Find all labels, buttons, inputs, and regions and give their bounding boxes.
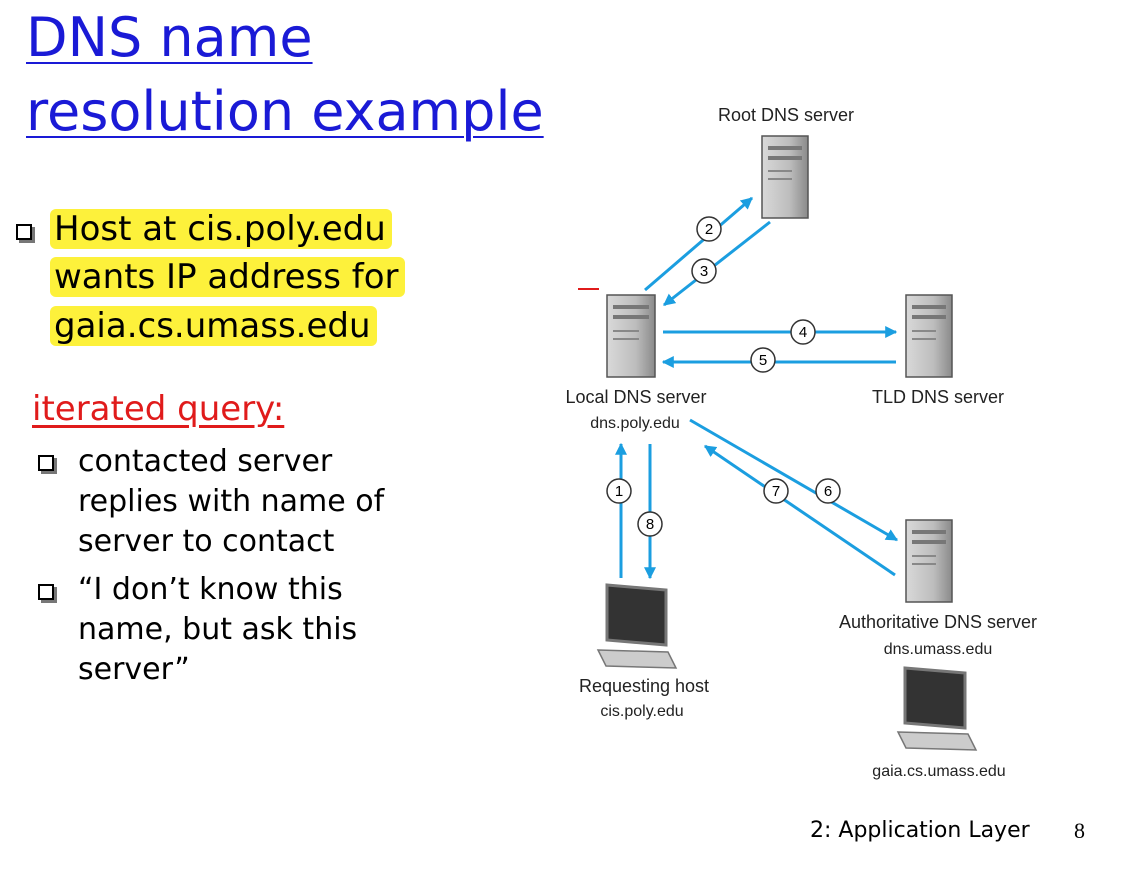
step-2-label: 2 (705, 221, 713, 238)
requesting-host-computer-icon (596, 583, 678, 669)
bullet-square-icon (38, 455, 54, 471)
iterated-query-heading: iterated query: (32, 389, 285, 429)
step-6-label: 6 (824, 483, 832, 500)
requesting-host-label: Requesting host (579, 676, 709, 696)
requesting-host-host: cis.poly.edu (600, 703, 683, 720)
sub-bullet-1-line-1: contacted server (78, 444, 333, 479)
step-1-label: 1 (615, 483, 623, 500)
authoritative-server-icon (905, 519, 953, 603)
highlight-line-1: Host at cis.poly.edu (50, 208, 392, 250)
highlight-line-3: gaia.cs.umass.edu (50, 305, 377, 347)
sub-bullet-1-line-3: server to contact (78, 524, 335, 559)
step-4-label: 4 (799, 324, 807, 341)
sub-bullet-2-line-3: server” (78, 652, 190, 687)
authoritative-server-host: dns.umass.edu (884, 641, 993, 658)
step-3-label: 3 (700, 263, 708, 280)
bullet-square-icon (16, 224, 32, 240)
arrow-6 (689, 418, 899, 542)
arrow-2 (644, 196, 753, 292)
page-number: 8 (1074, 818, 1085, 843)
arrow-7 (704, 444, 896, 577)
tld-server-icon (905, 294, 953, 378)
root-server-icon (761, 135, 809, 219)
tld-server-label: TLD DNS server (872, 387, 1004, 407)
gaia-host: gaia.cs.umass.edu (872, 763, 1005, 780)
bullet-square-icon (38, 584, 54, 600)
step-8-label: 8 (646, 516, 654, 533)
local-server-host: dns.poly.edu (590, 415, 680, 432)
arrow-3 (663, 220, 771, 307)
authoritative-server-label: Authoritative DNS server (839, 612, 1037, 632)
footer-chapter: 2: Application Layer (810, 818, 1030, 843)
local-server-icon (606, 294, 656, 378)
step-5-label: 5 (759, 352, 767, 369)
sub-bullet-2-line-1: “I don’t know this (78, 572, 343, 607)
step-7-label: 7 (772, 483, 780, 500)
local-server-label: Local DNS server (565, 387, 706, 407)
sub-bullet-2-line-2: name, but ask this (78, 612, 358, 647)
root-server-label: Root DNS server (718, 105, 854, 125)
highlight-line-2: wants IP address for (50, 256, 405, 298)
sub-bullet-1-line-2: replies with name of (78, 484, 385, 519)
title-line-1: DNS name (26, 6, 313, 69)
title-line-2: resolution example (26, 80, 544, 143)
gaia-computer-icon (896, 666, 978, 751)
